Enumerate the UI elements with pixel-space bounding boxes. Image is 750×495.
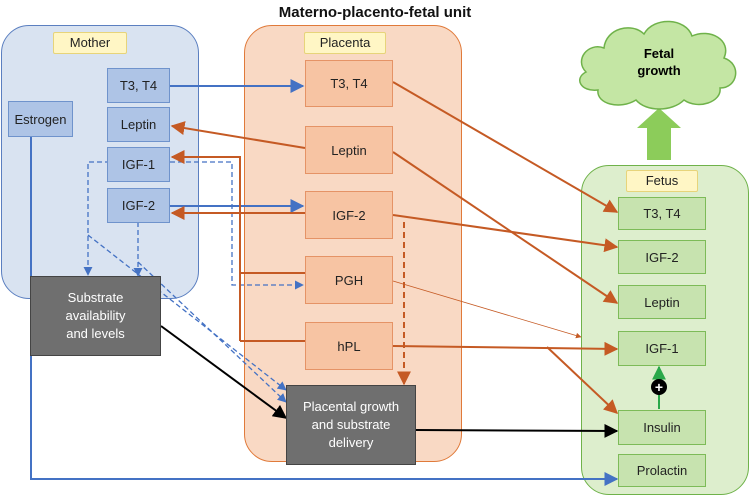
fetus-label: Fetus: [626, 170, 698, 192]
placenta-hpl-box: hPL: [305, 322, 393, 370]
fetal-growth-line-1: Fetal: [644, 46, 674, 61]
fetus-leptin-box: Leptin: [618, 285, 706, 319]
mother-estrogen-box: Estrogen: [8, 101, 73, 137]
substrate-line-2: availability: [65, 308, 126, 323]
placental-growth-box: Placental growth and substrate delivery: [286, 385, 416, 465]
substrate-line-1: Substrate: [67, 290, 124, 305]
mother-igf1-box: IGF-1: [107, 147, 170, 182]
fetus-igf2-box: IGF-2: [618, 240, 706, 274]
arrow-pgh-igf1-mother: [170, 150, 305, 274]
substrate-line-3: and levels: [66, 326, 125, 341]
arrow-pgh-fetus: [392, 280, 582, 339]
mother-leptin-box: Leptin: [107, 107, 170, 142]
placental-growth-line-3: delivery: [328, 435, 374, 450]
fetal-growth-cloud: Fetal growth: [579, 20, 737, 110]
arrow-igf1-pgh: [170, 161, 304, 290]
fetus-prolactin-box: Prolactin: [618, 454, 706, 487]
arrow-igf2-placental-growth: [137, 261, 287, 403]
fetus-insulin-box: Insulin: [618, 410, 706, 445]
substrate-availability-box: Substrate availability and levels: [30, 276, 161, 356]
mother-label: Mother: [53, 32, 127, 54]
arrow-igf2-placenta-fetus: [392, 214, 619, 253]
arrow-igf1-substrate: [83, 161, 110, 276]
arrow-igf1-placental-growth: [87, 234, 287, 391]
placental-growth-line-2: and substrate: [311, 417, 391, 432]
plus-circle: [651, 379, 667, 395]
placenta-leptin-box: Leptin: [305, 126, 393, 174]
placenta-label: Placenta: [304, 32, 386, 54]
diagram-title: Materno-placento-fetal unit: [278, 4, 472, 21]
arrow-placental-growth-insulin: [415, 423, 619, 438]
plus-symbol: +: [655, 379, 663, 395]
placenta-igf2-box: IGF-2: [305, 191, 393, 239]
placental-growth-line-1: Placental growth: [302, 399, 400, 414]
arrow-hpl-igf1-fetus: [392, 341, 619, 356]
arrow-estrogen-prolactin: [30, 137, 619, 486]
mother-igf2-box: IGF-2: [107, 188, 170, 223]
placenta-pgh-box: PGH: [305, 256, 393, 304]
arrow-leptin-placenta-fetus: [392, 151, 619, 304]
placenta-t3t4-box: T3, T4: [305, 60, 393, 107]
fetal-growth-line-2: growth: [637, 63, 680, 78]
fetus-igf1-box: IGF-1: [618, 331, 706, 366]
arrow-hpl-insulin: [546, 346, 619, 414]
arrow-t3t4-placenta-fetus: [392, 81, 619, 213]
arrow-leptin-placenta-mother: [170, 121, 306, 149]
mother-t3t4-box: T3, T4: [107, 68, 170, 103]
fetus-t3t4-box: T3, T4: [618, 197, 706, 230]
arrow-substrate-placental-growth: [160, 325, 288, 419]
fetal-growth-arrow: [637, 108, 681, 160]
